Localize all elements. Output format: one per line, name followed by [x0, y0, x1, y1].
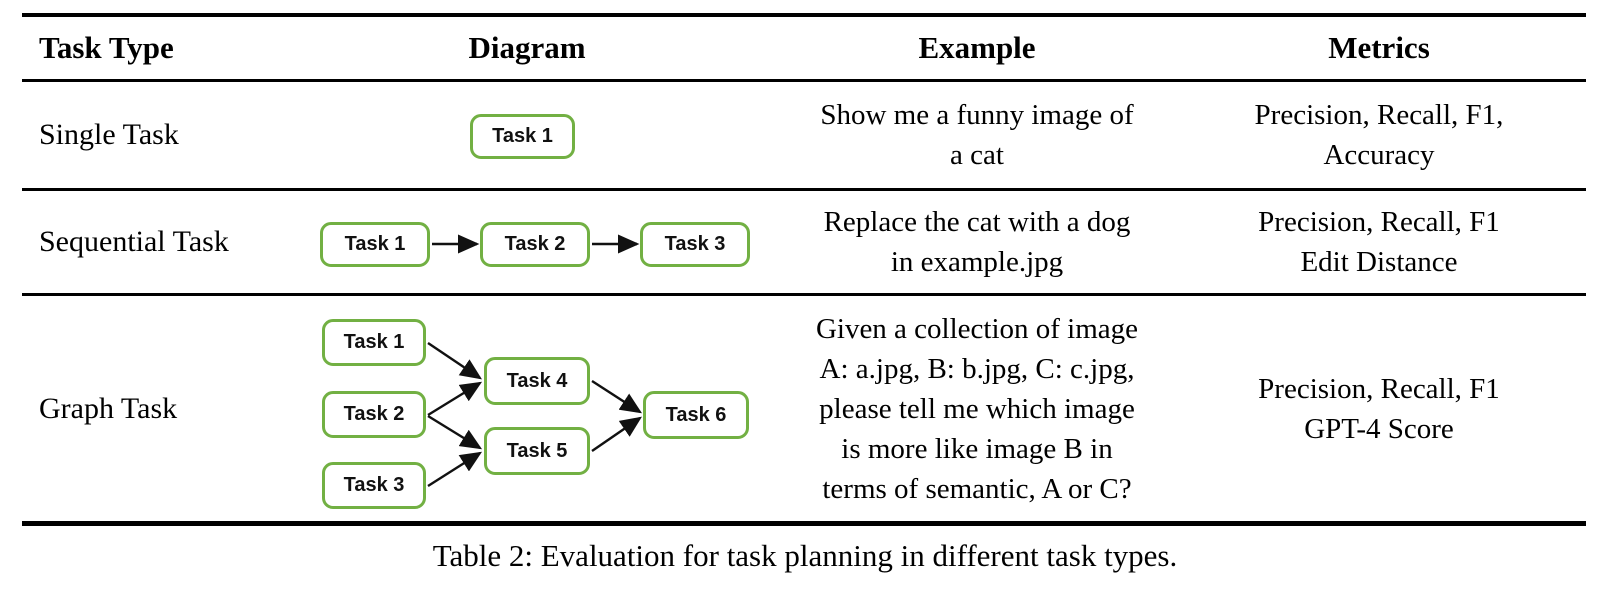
diagram-node-task4: Task 4 [484, 357, 590, 405]
metrics-line: GPT-4 Score [1304, 412, 1454, 445]
example-line: A: a.jpg, B: b.jpg, C: c.jpg, [819, 352, 1135, 385]
evaluation-table: Task Type Diagram Example Metrics Single… [22, 13, 1586, 526]
metrics-line: Precision, Recall, F1 [1258, 206, 1500, 238]
example-line: terms of semantic, A or C? [822, 472, 1132, 505]
column-header-task-type: Task Type [39, 30, 174, 65]
metrics-line: Precision, Recall, F1, [1254, 99, 1504, 131]
table-header-row: Task Type Diagram Example Metrics [22, 17, 1586, 82]
arrow-task2-task4 [427, 381, 483, 417]
example-line: Show me a funny image of [820, 99, 1134, 131]
metrics-line: Precision, Recall, F1 [1258, 372, 1500, 405]
diagram-node-task1: Task 1 [320, 222, 430, 267]
diagram-node-task2: Task 2 [322, 391, 426, 438]
diagram-node-task5: Task 5 [484, 427, 590, 475]
arrow-task5-task6 [591, 416, 642, 452]
arrow-task4-task6 [591, 379, 643, 414]
table-row-sequential-task: Sequential Task Task 1 Task 2 Task 3 Rep… [22, 191, 1586, 296]
column-header-diagram: Diagram [468, 30, 586, 65]
diagram-node-task3: Task 3 [322, 462, 426, 509]
task-type-label: Sequential Task [39, 225, 229, 258]
example-line: Replace the cat with a dog [823, 206, 1131, 238]
diagram-node-task3: Task 3 [640, 222, 750, 267]
metrics-cell: Precision, Recall, F1, Accuracy [1172, 82, 1586, 188]
metrics-cell: Precision, Recall, F1 GPT-4 Score [1172, 296, 1586, 521]
task-type-label: Graph Task [39, 391, 178, 425]
example-line: Given a collection of image [815, 312, 1139, 345]
column-header-metrics: Metrics [1328, 30, 1430, 65]
arrow-task3-task5 [427, 451, 483, 488]
diagram-node-task6: Task 6 [643, 391, 749, 439]
metrics-line: Accuracy [1323, 139, 1435, 171]
diagram-node-task2: Task 2 [480, 222, 590, 267]
table-row-single-task: Single Task Task 1 Show me a funny image… [22, 82, 1586, 191]
example-cell: Replace the cat with a dog in example.jp… [782, 191, 1172, 293]
diagram-single-task: Task 1 [272, 82, 782, 188]
example-cell: Given a collection of image A: a.jpg, B:… [782, 296, 1172, 521]
diagram-node-task1: Task 1 [470, 114, 575, 159]
metrics-line: Edit Distance [1300, 246, 1458, 278]
column-header-example: Example [918, 30, 1036, 65]
diagram-node-task1: Task 1 [322, 319, 426, 366]
example-cell: Show me a funny image of a cat [782, 82, 1172, 188]
arrow-task1-task4 [427, 342, 482, 380]
diagram-sequential-task: Task 1 Task 2 Task 3 [272, 191, 782, 293]
table-row-graph-task: Graph Task Task 1 Task 2 Task 3 Task 4 T… [22, 296, 1586, 521]
example-line: please tell me which image [819, 392, 1135, 425]
metrics-cell: Precision, Recall, F1 Edit Distance [1172, 191, 1586, 293]
arrow-task2-task5 [427, 414, 483, 450]
example-line: in example.jpg [890, 246, 1064, 278]
example-line: a cat [950, 139, 1004, 171]
task-type-label: Single Task [39, 118, 179, 151]
example-line: is more like image B in [841, 432, 1113, 465]
table-caption: Table 2: Evaluation for task planning in… [432, 538, 1178, 573]
diagram-graph-task: Task 1 Task 2 Task 3 Task 4 Task 5 Task … [272, 296, 782, 521]
